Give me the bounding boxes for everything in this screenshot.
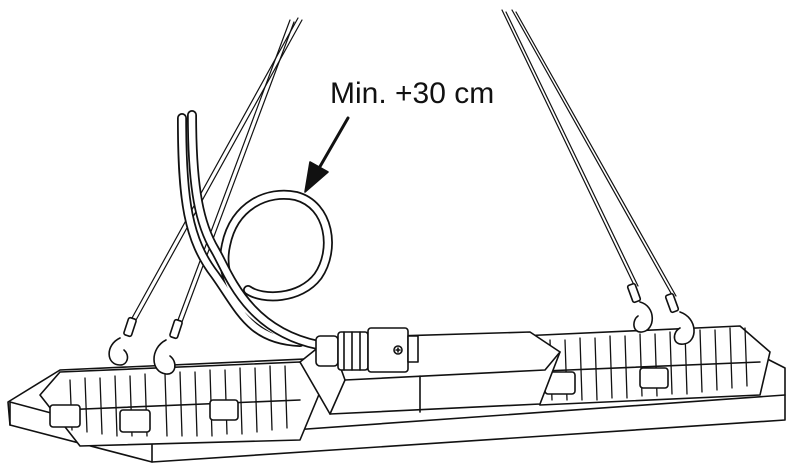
power-cable	[177, 110, 333, 350]
hook-icon-right	[626, 282, 695, 345]
hook-icon	[108, 316, 183, 375]
suspension-wires-right	[501, 9, 677, 297]
heatsink-module-right	[499, 325, 771, 406]
suspension-wires-left	[131, 17, 303, 323]
arrow-icon	[304, 116, 350, 193]
connector-icon	[315, 327, 419, 373]
heatsink-module-left	[39, 361, 321, 447]
callout-label: Min. +30 cm	[330, 77, 495, 110]
